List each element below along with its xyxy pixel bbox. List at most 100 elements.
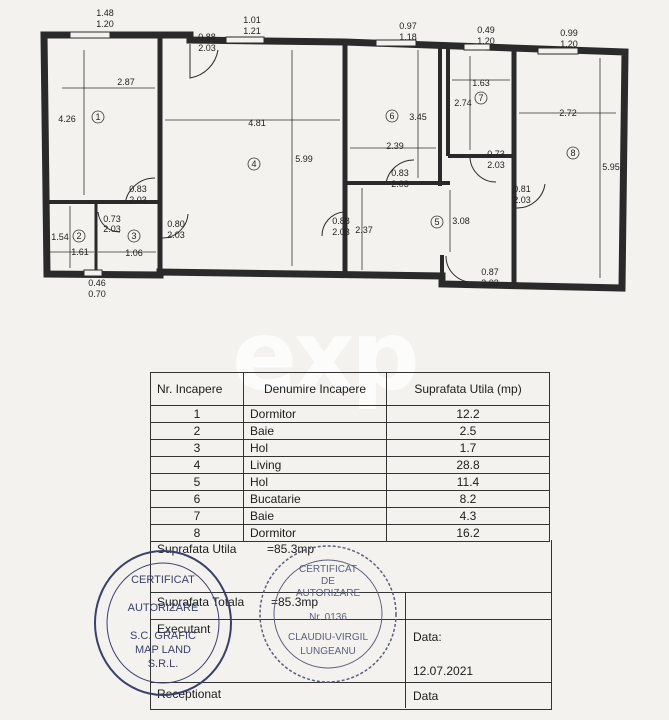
room-number-6: 6 [389,111,394,121]
stamp-right-line6: LUNGEANU [300,646,356,657]
cell-name: Dormitor [243,524,387,542]
room-number-2: 2 [76,231,81,241]
dim-d1b: 2.03 [198,43,216,53]
dim-d6b: 2.03 [332,227,350,237]
summary-receptionat-label: Receptionat [157,687,222,701]
floor-plan: 1 2 3 4 5 6 7 8 1.48 1.20 0.88 2.03 1.01… [40,8,629,299]
stamp-left-line4: MAP LAND [135,644,191,656]
stamp-right-line4: Nr. 0136 [309,612,347,623]
dim-w1b: 1.20 [96,19,114,29]
dim-w5: 0.99 [560,28,578,38]
summary-totala-label: Suprafata Totala [157,595,245,609]
stamp-left-line3: S.C. GRAFIC [130,630,196,642]
stamp-left-line2: AUTORIZARE [128,602,199,614]
room-circle-3 [127,229,141,243]
summary-date-value: 12.07.2021 [413,664,474,678]
dim-w1: 1.48 [96,8,114,18]
cell-name: Hol [243,473,387,491]
summary-executant-row: Executant Data: 12.07.2021 [151,619,551,682]
cell-area: 16.2 [386,524,550,542]
dim-r5h: 3.08 [452,216,470,226]
dim-w2: 1.01 [243,15,261,25]
room-number-3: 3 [131,231,136,241]
summary-data2-label: Data [413,689,439,703]
dim-w5b: 1.20 [560,39,578,49]
cell-nr: 5 [150,473,244,491]
cell-area: 28.8 [386,456,550,474]
summary-utila-value: =85.3mp [267,542,315,556]
header-area: Suprafata Utila (mp) [386,372,550,406]
summary-receptionat-row: Receptionat Data [151,682,551,709]
dim-r2w: 1.61 [71,247,89,257]
room-circle-7 [474,91,488,105]
header-name: Denumire Incapere [243,372,387,406]
cell-nr: 2 [150,422,244,440]
door-swing-9 [445,255,471,283]
dim-d5: 0.83 [391,168,409,178]
room-circle-5 [430,215,444,229]
summary-divider [405,592,406,708]
room-circle-1 [91,110,105,124]
dim-d7b: 2.03 [487,160,505,170]
header-nr: Nr. Incapere [150,372,244,406]
dim-r6h: 3.45 [409,112,427,122]
dim-r8w: 2.72 [559,108,577,118]
stamp-right-line5: CLAUDIU-VIRGIL [288,632,368,643]
dim-d9b: 2.03 [481,278,499,288]
room-circle-6 [385,109,399,123]
door-swing-3 [97,211,121,233]
stamp-left-line5: S.R.L. [148,658,179,670]
dim-d3b: 2.03 [103,224,121,234]
room-number-8: 8 [570,148,575,158]
dim-d4b: 2.03 [167,230,185,240]
cell-area: 2.5 [386,422,550,440]
stamp-left-outer-ring [94,550,232,696]
dim-d8b: 2.03 [513,195,531,205]
cell-name: Baie [243,422,387,440]
door-swing-6 [321,211,344,237]
summary-executant-label: Executant [157,622,211,636]
door-swing-4 [161,213,189,239]
dim-r7h: 2.74 [454,98,472,108]
outer-wall [40,31,629,292]
room-table: Nr. Incapere Denumire Incapere Suprafata… [150,372,550,542]
window-5 [537,47,579,55]
stamp-right: CERTIFICAT DE AUTORIZARE Nr. 0136 CLAUDI… [259,545,397,683]
dim-w3: 0.97 [399,21,417,31]
stamp-right-inner-ring [273,559,383,669]
door-swing-7 [469,157,497,183]
stamp-left-inner-ring [106,562,220,684]
dim-d8: 0.81 [513,184,531,194]
dim-d9: 0.87 [481,267,499,277]
dim-d6: 0.88 [332,216,350,226]
door-swing-5 [385,159,415,184]
dim-r4w: 4.81 [248,118,266,128]
window-4 [463,43,491,51]
summary-totala-row: Suprafata Totala =85.3mp [151,592,551,619]
cell-area: 11.4 [386,473,550,491]
dim-r3w: 1.06 [125,248,143,258]
room-circle-4 [247,157,261,171]
dim-w6: 0.46 [88,278,106,288]
stamp-right-line2: DE [321,576,335,587]
dim-r8h: 5.95 [602,162,620,172]
dim-d1: 0.88 [198,32,216,42]
window-2 [225,36,265,44]
dim-w2b: 1.21 [243,26,261,36]
stamp-right-line1: CERTIFICAT [299,564,357,575]
summary-block: Suprafata Utila =85.3mp Suprafata Totala… [150,540,552,710]
dim-r6w: 2.39 [386,141,404,151]
door-swing-2 [124,177,156,205]
dim-r1w: 2.87 [117,77,135,87]
dim-r4h: 5.99 [295,154,313,164]
cell-area: 1.7 [386,439,550,457]
summary-data-label: Data: [413,630,442,644]
summary-totala-value: =85.3mp [271,595,319,609]
